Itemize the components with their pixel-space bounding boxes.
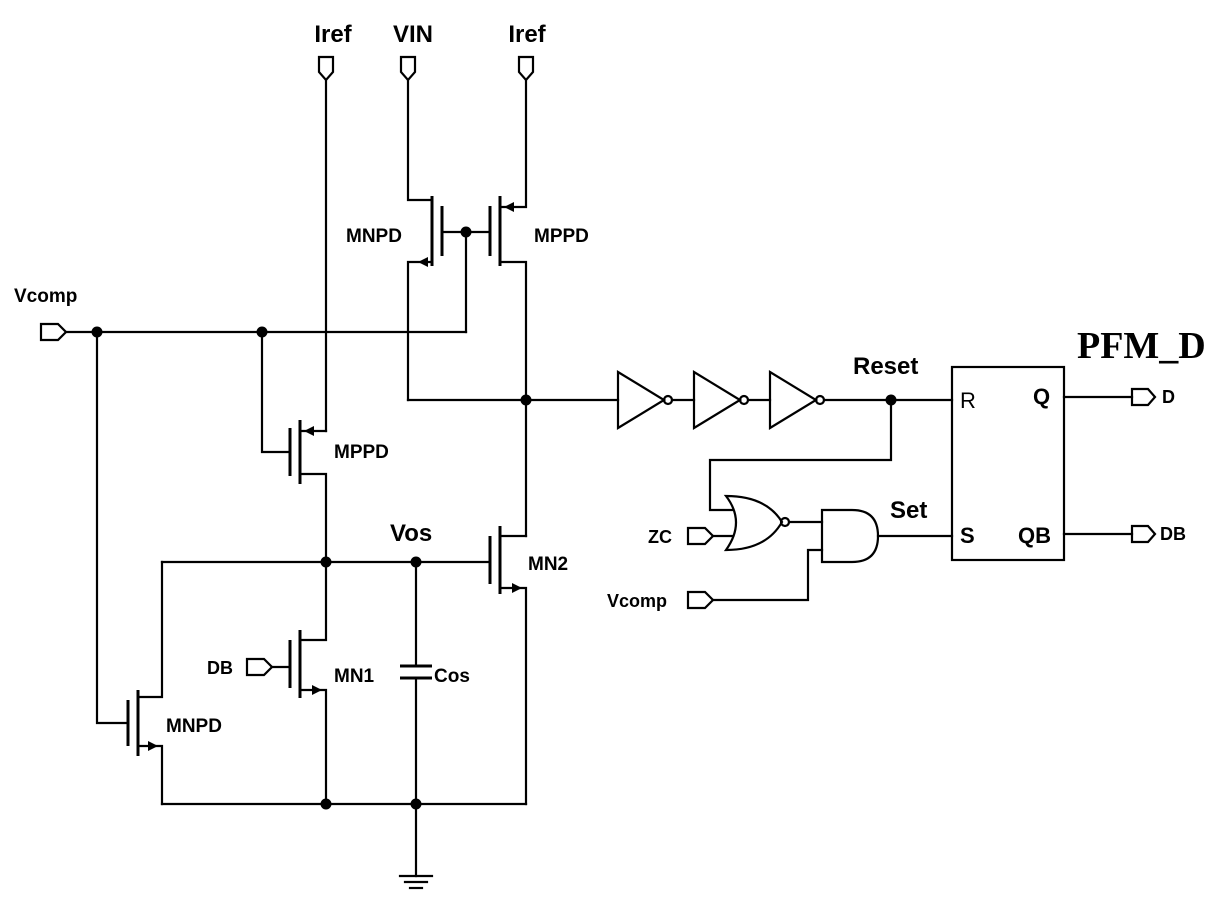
ff-qb-label: QB — [1018, 523, 1051, 548]
mn2-label: MN2 — [528, 554, 568, 575]
net-vos-label: Vos — [390, 520, 432, 547]
mn1-label: MN1 — [334, 666, 375, 687]
cap-label: Cos — [434, 666, 470, 687]
port-iref-left-label: Iref — [314, 21, 352, 48]
port-iref-left: Iref — [314, 21, 353, 82]
sr-flipflop: R Q S QB — [950, 365, 1066, 562]
port-zc-label: ZC — [648, 527, 672, 547]
port-iref-right-label: Iref — [508, 21, 546, 48]
port-db-out: DB — [1130, 524, 1186, 544]
inverter-2-icon — [692, 370, 772, 430]
transistor-mnpd-top: MNPD — [346, 78, 468, 402]
port-vcomp-right: Vcomp — [607, 590, 715, 611]
net-reset-label: Reset — [853, 353, 918, 380]
port-iref-right: Iref — [508, 21, 547, 82]
mppd-top-label: MPPD — [534, 226, 589, 247]
ff-s-label: S — [960, 523, 975, 548]
net-set-label: Set — [890, 497, 927, 524]
port-vcomp-left-label: Vcomp — [14, 286, 77, 307]
port-d-out-label: D — [1162, 387, 1175, 407]
port-d-out: D — [1130, 387, 1175, 407]
mppd-mid-label: MPPD — [334, 442, 389, 463]
mnpd-top-label: MNPD — [346, 226, 402, 247]
transistor-mnpd-bottom: MNPD — [126, 560, 222, 806]
ff-q-label: Q — [1033, 384, 1050, 409]
port-vcomp-left: Vcomp — [14, 286, 77, 342]
mnpd-bottom-label: MNPD — [166, 716, 222, 737]
wire-reset-feedback — [708, 398, 893, 512]
inverter-1-icon — [616, 370, 696, 430]
transistor-mppd-mid: MPPD — [260, 330, 389, 564]
capacitor-cos: Cos — [400, 560, 470, 806]
diagram-title: PFM_D — [1077, 325, 1206, 367]
ff-r-label: R — [960, 388, 976, 413]
port-db-gate-label: DB — [207, 658, 233, 678]
port-vin: VIN — [393, 21, 433, 82]
transistor-mn2: MN2 — [488, 526, 568, 806]
ground-icon — [398, 802, 434, 890]
transistor-mn1: MN1 — [270, 560, 375, 806]
and-gate-icon — [820, 508, 954, 564]
inverter-3-icon — [768, 370, 954, 430]
port-db-gate: DB — [207, 657, 274, 678]
junction-gnd-1 — [320, 798, 332, 810]
port-db-out-label: DB — [1160, 524, 1186, 544]
wire-vcomp-down — [95, 330, 130, 725]
port-vin-label: VIN — [393, 21, 433, 48]
transistor-mppd-top: MPPD — [464, 78, 589, 402]
port-vcomp-right-label: Vcomp — [607, 591, 667, 611]
port-zc: ZC — [648, 526, 715, 547]
nor-gate-icon — [723, 494, 824, 552]
